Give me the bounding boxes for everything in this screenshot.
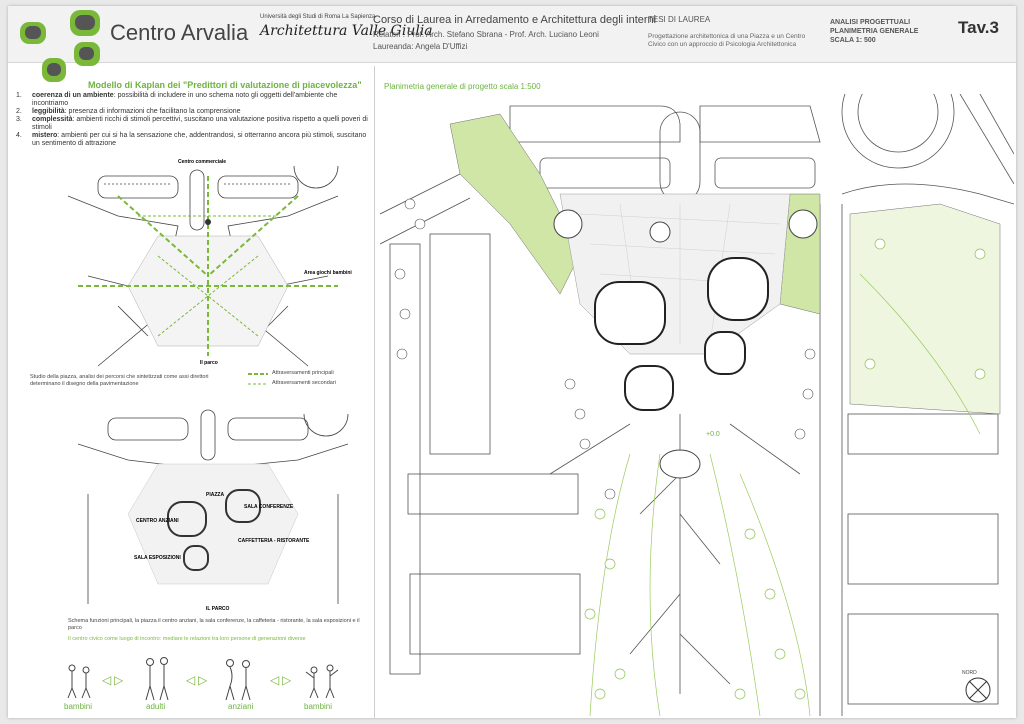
diagram1-caption: Studio della piazza, analisi dei percors… [30, 374, 209, 387]
label-piazza: PIAZZA [206, 492, 224, 498]
project-title: Centro Arvalia [110, 20, 249, 45]
svg-text:◁: ◁ [270, 673, 280, 687]
course-title: Corso di Laurea in Arredamento e Archite… [373, 14, 657, 26]
analysis-line: PLANIMETRIA GENERALE [830, 28, 919, 35]
kaplan-title: Modello di Kaplan dei "Predittori di val… [88, 80, 362, 90]
criterion-item: 1.coerenza di un ambiente: possibilità d… [16, 92, 338, 107]
label-conference-hall: SALA CONFERENZE [244, 504, 294, 510]
svg-text:▷: ▷ [198, 673, 208, 687]
people-figures: ◁▷ ◁▷ ◁▷ [67, 657, 339, 701]
svg-text:▷: ▷ [114, 673, 124, 687]
label-shopping-centre: Centro commerciale [178, 159, 226, 165]
thesis-description: Progettazione architettonica di una Piaz… [648, 33, 806, 48]
label-park: Il parco [200, 360, 218, 366]
drawing-sheet: Centro Arvalia Università degli Studi di… [8, 6, 1016, 718]
analysis-line: SCALA 1: 500 [830, 37, 876, 44]
column-divider [374, 66, 375, 718]
svg-text:▷: ▷ [282, 673, 292, 687]
north-label: NORD [962, 670, 977, 676]
criterion-item: 2.leggibilità: presenza di informazioni … [16, 108, 241, 115]
analysis-block: ANALISI PROGETTUALI PLANIMETRIA GENERALE… [830, 18, 918, 45]
legend-main-paths: Attraversamenti principali [272, 370, 334, 376]
label-park: IL PARCO [206, 606, 230, 612]
path-analysis-diagram: Centro commerciale Area giochi bambini I… [67, 159, 352, 367]
faculty-signature: Architettura Valle Giulia [260, 23, 433, 39]
logo-icon [20, 10, 100, 82]
kaplan-criteria-list: 1.coerenza di un ambiente: possibilità d… [16, 92, 372, 148]
student-name: Laureanda: Angela D'Uffizi [373, 42, 468, 51]
label-play-area: Area giochi bambini [304, 270, 352, 276]
svg-text:◁: ◁ [186, 673, 196, 687]
svg-text:◁: ◁ [102, 673, 112, 687]
label-elderly: anziani [228, 702, 254, 711]
criterion-item: 4.mistero: ambienti per cui si ha la sen… [16, 132, 367, 147]
supervisors: Relatori : Prof. Arch. Stefano Sbrana - … [373, 30, 599, 39]
diagram2-caption: Schema funzioni principali, la piazza il… [68, 618, 360, 631]
label-children: bambini [304, 702, 333, 711]
label-cafeteria: CAFFETTERIA - RISTORANTE [238, 538, 310, 544]
label-adults: adulti [146, 702, 166, 711]
title-block: Centro Arvalia Università degli Studi di… [8, 6, 1016, 82]
function-scheme-diagram: PIAZZA SALA CONFERENZE CENTRO ANZIANI CA… [77, 409, 349, 612]
label-children: bambini [64, 702, 93, 711]
site-plan: +0.0 NORD [380, 94, 1014, 716]
university-name: Università degli Studi di Roma La Sapien… [260, 14, 376, 20]
label-elderly-centre: CENTRO ANZIANI [136, 518, 179, 524]
level-marker: +0.0 [706, 431, 720, 438]
sheet-number: Tav.3 [958, 18, 999, 37]
diagram2-note: Il centro civico come luogo di incontro:… [68, 636, 306, 642]
plan-caption: Planimetria generale di progetto scala 1… [384, 82, 541, 91]
label-exhibition-hall: SALA ESPOSIZIONI [134, 555, 181, 561]
legend-lines [248, 373, 268, 385]
legend-secondary-paths: Attraversamenti secondari [272, 380, 336, 386]
thesis-label: TESI DI LAUREA [648, 15, 711, 24]
criterion-item: 3.complessità: ambienti ricchi di stimol… [16, 116, 368, 131]
analysis-line: ANALISI PROGETTUALI [830, 19, 911, 26]
